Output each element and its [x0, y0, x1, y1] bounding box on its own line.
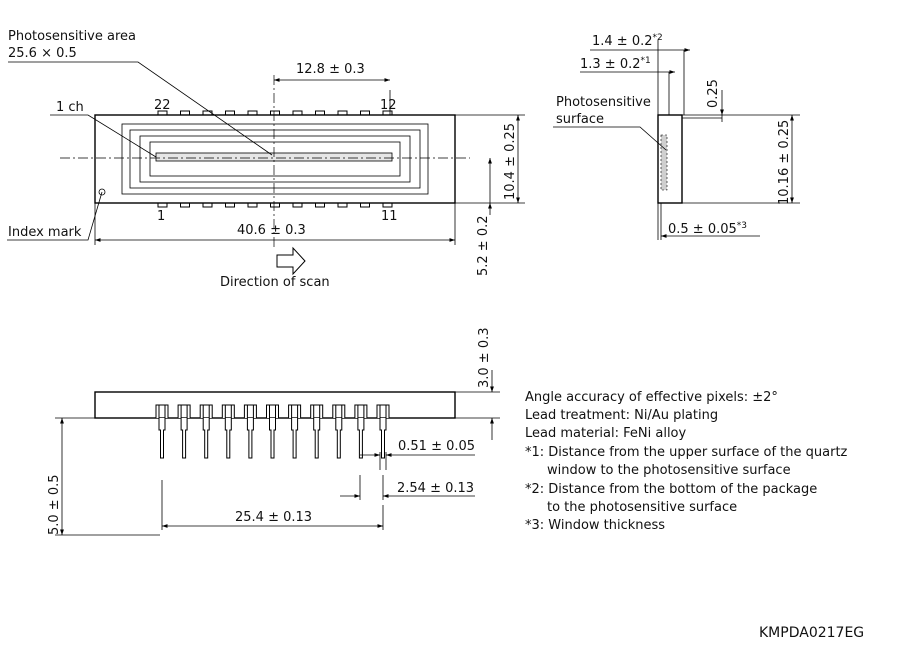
lead — [221, 404, 235, 459]
lead — [177, 404, 191, 459]
front-view-leads — [155, 404, 390, 459]
note-ref-2: *2: Distance from the bottom of the pack… — [525, 482, 817, 497]
dim-pin-span: 25.4 ± 0.13 — [235, 510, 312, 525]
lead — [376, 404, 390, 459]
pin-1-label: 1 — [157, 209, 165, 224]
dim-side-13: 1.3 ± 0.2*1 — [580, 56, 651, 72]
note-ref-1: *1: Distance from the upper surface of t… — [525, 445, 848, 460]
pin-12-label: 12 — [380, 98, 397, 113]
lead — [155, 404, 169, 459]
dim-width: 10.4 ± 0.25 — [503, 123, 518, 200]
dim-lead-width: 0.51 ± 0.05 — [398, 439, 475, 454]
lead — [243, 404, 257, 459]
index-mark — [98, 188, 106, 196]
index-mark-label: Index mark — [8, 225, 82, 240]
dim-lead-length: 5.0 ± 0.5 — [47, 474, 62, 535]
note-ref-2-cont: to the photosensitive surface — [547, 500, 737, 515]
top-view: 22 12 1 11 Photosensitive area 25.6 × 0.… — [7, 29, 525, 290]
dim-side-width: 10.16 ± 0.25 — [777, 120, 792, 205]
note-ref-1-cont: window to the photosensitive surface — [547, 463, 791, 478]
dim-length: 40.6 ± 0.3 — [237, 223, 306, 238]
note-lead-treatment: Lead treatment: Ni/Au plating — [525, 408, 718, 423]
notes: Angle accuracy of effective pixels: ±2° … — [525, 390, 848, 533]
dim-lead-thickness: 0.25 — [706, 79, 721, 108]
note-lead-material: Lead material: FeNi alloy — [525, 426, 687, 441]
lead — [199, 404, 213, 459]
direction-of-scan-label: Direction of scan — [220, 275, 330, 290]
front-view: 3.0 ± 0.3 5.0 ± 0.5 0.51 ± 0.05 2.54 ± 0… — [47, 327, 500, 536]
drawing-code: KMPDA0217EG — [759, 625, 864, 641]
lead — [288, 404, 302, 459]
lead — [332, 404, 346, 459]
dim-window-thickness: 0.5 ± 0.05*3 — [668, 221, 747, 237]
channel-1-label: 1 ch — [56, 100, 84, 115]
note-angle: Angle accuracy of effective pixels: ±2° — [525, 390, 778, 405]
dim-pin-span-half: 12.8 ± 0.3 — [296, 62, 365, 77]
dim-pitch: 2.54 ± 0.13 — [397, 481, 474, 496]
pin-11-label: 11 — [381, 209, 398, 224]
photosensitive-surface-label-1: Photosensitive — [556, 95, 651, 110]
lead — [354, 404, 368, 459]
dim-side-14: 1.4 ± 0.2*2 — [592, 33, 663, 49]
photosensitive-area-size: 25.6 × 0.5 — [8, 46, 77, 61]
lead — [266, 404, 279, 459]
note-ref-3: *3: Window thickness — [525, 518, 665, 533]
lead — [310, 404, 324, 459]
dim-center-offset: 5.2 ± 0.2 — [476, 215, 491, 276]
pin-22-label: 22 — [154, 98, 171, 113]
photosensitive-surface-label-2: surface — [556, 112, 604, 127]
side-view: 1.4 ± 0.2*2 1.3 ± 0.2*1 0.25 Photosensit… — [553, 33, 800, 240]
direction-of-scan-arrow — [276, 246, 306, 276]
dim-package-height: 3.0 ± 0.3 — [477, 327, 492, 388]
photosensitive-area-title: Photosensitive area — [8, 29, 136, 44]
